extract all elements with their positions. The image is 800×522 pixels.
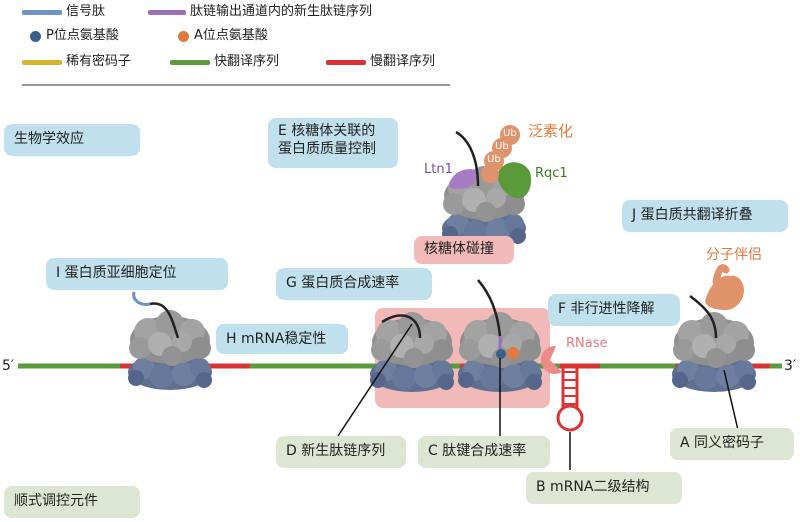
legend-nascent-chain: 肽链输出通道内的新生肽链序列 [190,4,373,19]
leader-line-d [337,323,413,437]
nascent-peptide [477,279,502,337]
ltn1-label: Ltn1 [424,162,453,177]
e-box-line2: 蛋白质质量控制 [278,141,376,157]
d-nascent-sequence-box: D 新生肽链序列 [276,436,406,468]
j-folding-box: J 蛋白质共翻译折叠 [622,200,788,232]
rqc1-protein [497,162,532,199]
i-localization-box: I 蛋白质亚细胞定位 [46,258,228,290]
rare-codon-swatch [22,60,62,65]
e-box-line1: E 核糖体关联的 [278,123,376,139]
legend-slow-seq: 慢翻译序列 [370,54,436,69]
ub-label: Ub [487,154,501,165]
chaperone [705,275,744,310]
a-synonymous-codon-box: A 同义密码子 [670,428,794,460]
five-prime-label: 5′ [2,358,15,374]
ltn1-protein [449,169,477,189]
a-site-residue [507,347,519,359]
stalled-peptide [455,130,480,187]
c-bond-rate-box: C 肽键合成速率 [418,436,550,468]
rnase-enzyme [540,345,562,374]
g-synthesis-rate-box: G 蛋白质合成速率 [276,268,432,300]
p-site-swatch [30,31,41,42]
ribosome-collision-box: 核糖体碰撞 [414,236,514,264]
leader-line-a [723,369,739,431]
e-quality-control-box: E 核糖体关联的 蛋白质质量控制 [268,118,398,168]
slow-seq-swatch [326,60,366,65]
mrna-hairpin [556,366,584,432]
ub-label: Ub [503,128,517,139]
legend-fast-seq: 快翻译序列 [214,54,280,69]
h-mrna-stability-box: H mRNA稳定性 [216,324,348,354]
legend-rare-codon: 稀有密码子 [66,54,132,69]
legend-p-site: P位点氨基酸 [46,28,119,43]
bio-effects-box: 生物学效应 [4,124,140,156]
ub-label: Ub [495,141,509,152]
cis-elements-box: 顺式调控元件 [4,486,140,518]
legend-divider [22,84,450,86]
b-secondary-structure-box: B mRNA二级结构 [526,472,682,504]
fast-seq-swatch [170,60,210,65]
signal-peptide-swatch [22,10,62,15]
legend-signal-peptide: 信号肽 [66,4,106,19]
nascent-chain-swatch [148,10,186,15]
rnase-label: RNase [566,336,608,351]
ubiquitin-chain [481,125,520,183]
a-site-swatch [178,31,189,42]
three-prime-label: 3′ [784,358,797,374]
chaperone-label: 分子伴侣 [706,247,762,263]
legend-a-site: A位点氨基酸 [194,28,268,43]
ribosome [128,310,212,390]
f-degradation-box: F 非行进性降解 [548,294,680,326]
nascent-peptide [689,295,718,339]
nascent-peptide [381,314,422,339]
p-site-residue [496,349,506,359]
ubiquitination-label: 泛素化 [528,122,574,140]
rqc1-label: Rqc1 [535,166,568,181]
